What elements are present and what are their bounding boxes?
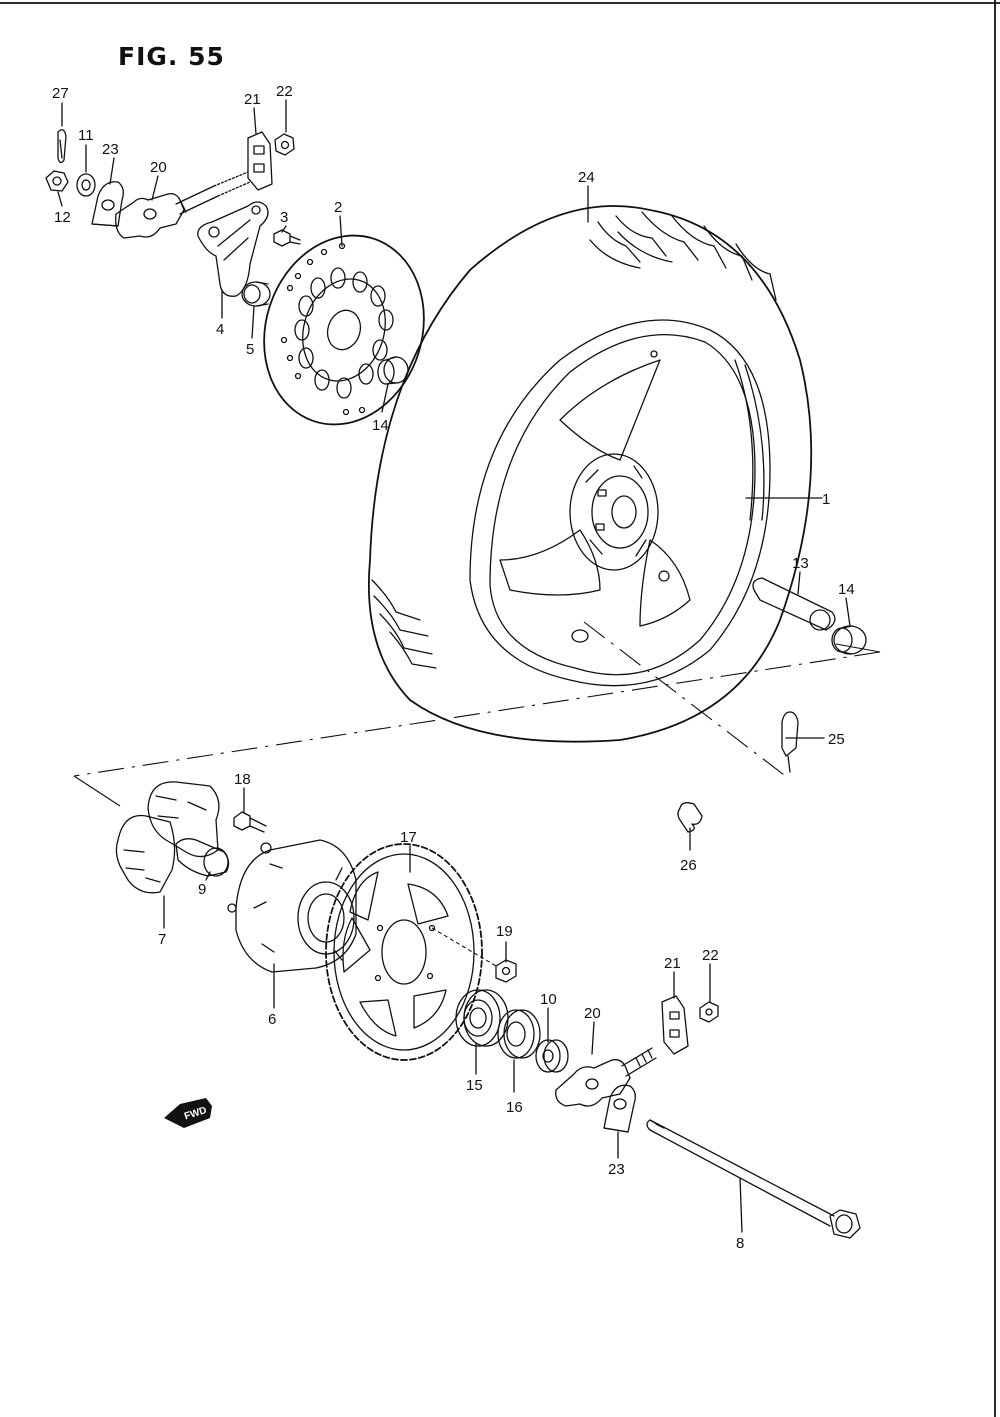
callout-15: 15 [466,1077,483,1094]
callout-2: 2 [334,199,342,216]
callout-21: 21 [244,91,261,108]
cush-drive-damper-part [115,781,220,894]
clip-part [677,802,703,833]
chain-adjuster-part-right [555,1047,657,1107]
callout-20-right: 20 [584,1005,601,1022]
rear-wheel-tire-part [367,205,813,743]
nut-part [274,133,295,156]
callout-22-right: 22 [702,947,719,964]
washer-part [76,173,96,197]
sprocket-hub-part [227,839,357,973]
callout-17: 17 [400,829,417,846]
tire-valve-part [781,711,799,773]
callout-1: 1 [822,491,830,508]
cotter-pin-part [57,129,67,164]
adjuster-plate-part-right [603,1084,636,1133]
callout-16: 16 [506,1099,523,1116]
callout-9: 9 [198,881,206,898]
caliper-bracket-part [197,201,269,297]
callout-24: 24 [578,169,595,186]
callout-12: 12 [54,209,71,226]
callout-7: 7 [158,931,166,948]
callout-11: 11 [78,127,94,144]
callout-8: 8 [736,1235,744,1252]
damper-retainer-part [175,838,230,877]
callout-18: 18 [234,771,251,788]
adjuster-cover-part-right [661,995,689,1055]
adjuster-plate-part [91,181,124,227]
nut-part-right [699,1001,719,1023]
callout-6: 6 [268,1011,276,1028]
rear-sprocket-part [325,843,483,1061]
callout-3: 3 [280,209,288,226]
collar-part [241,281,271,307]
leader-lines [57,99,851,1233]
rear-axle-part [646,1119,861,1239]
callout-4: 4 [216,321,224,338]
spacer-part-right [831,625,867,655]
callout-14-right: 14 [838,581,855,598]
brake-disc-part [263,234,425,426]
bearing-part [455,989,509,1047]
callout-23-right: 23 [608,1161,625,1178]
callout-26: 26 [680,857,697,874]
callout-labels: 27 11 12 23 20 21 22 3 2 4 5 14 24 1 13 … [52,83,855,1252]
callout-13: 13 [792,555,809,572]
oil-seal-part [497,1009,541,1059]
callout-25: 25 [828,731,845,748]
hub-bolt-part [233,811,267,833]
axle-spacer-part [752,577,836,631]
bolt-part [273,229,301,247]
callout-19: 19 [496,923,513,940]
callout-22: 22 [276,83,293,100]
callout-23: 23 [102,141,119,158]
forward-arrow-icon: FWD [164,1098,212,1128]
figure-title: FIG. 55 [118,42,225,71]
castle-nut-part [45,170,69,192]
callout-10: 10 [540,991,557,1008]
callout-5: 5 [246,341,254,358]
callout-27: 27 [52,85,69,102]
callout-14-left: 14 [372,417,389,434]
sprocket-spacer-part [535,1039,569,1073]
assembly-axis-lines [73,621,881,807]
callout-21-right: 21 [664,955,681,972]
callout-20: 20 [150,159,167,176]
spacer-part-left [377,356,409,385]
adjuster-cover-part [247,131,273,191]
chain-adjuster-part [115,171,251,239]
